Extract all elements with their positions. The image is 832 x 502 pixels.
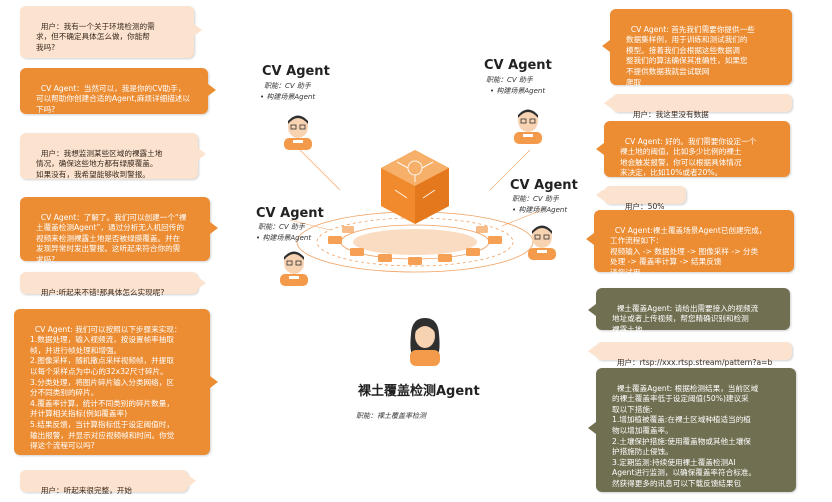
main-agent-avatar: [410, 318, 440, 366]
chat-message-cv-agent: CV Agent: 我们可以按照以下步骤来实现： 1.数据处理，输入视频流，按设…: [14, 309, 210, 455]
cv-agent-function: • 构建场景Agent: [490, 87, 546, 95]
message-text: CV Agent:裸土覆盖场景Agent已创建完成， 工作流程如下： 视频输入 …: [610, 225, 767, 277]
cv-agent-function: • 构建场景Agent: [260, 93, 316, 101]
bubble-pointer: [588, 304, 596, 316]
message-text: 用户：我这里没有数据: [632, 109, 709, 119]
message-text: 用户：我想监测某些区域的裸露土地 情况，确保这些地方都有绿膜覆盖。 如果没有，我…: [36, 148, 163, 179]
cv-agent-title: CV Agent: [256, 206, 324, 221]
chat-message-user: 用户：我有一个关于环境检测的需 求，但不确定具体怎么做，你能帮 我吗?: [20, 6, 194, 58]
chat-message-main-agent: 裸土覆盖Agent: 请给出需要接入的视频流 地址或者上传视频，帮您精确识别和检…: [596, 288, 790, 334]
message-text: CV Agent：当然可以，我是你的CV助手， 可以帮助你创建合适的Agent,…: [36, 83, 190, 114]
cv-agent-title: CV Agent: [262, 64, 330, 79]
bubble-pointer: [586, 233, 594, 245]
chat-message-cv-agent: CV Agent：了解了。我们可以创建一个“裸 土覆盖检测Agent”，通过分析…: [20, 197, 210, 264]
bubble-pointer: [596, 189, 604, 201]
bubble-pointer: [588, 345, 596, 357]
chat-message-main-agent: 裸土覆盖Agent: 根据检测结果，当前区域 的裸土覆盖率低于设定阈值(50%)…: [596, 368, 796, 492]
bubble-pointer: [208, 84, 216, 96]
chat-message-user: 用户：50%: [604, 186, 686, 211]
cv-agent-role: 职能：CV 助手: [258, 223, 305, 231]
cv-agent-role: 职能：CV 助手: [512, 195, 559, 203]
bubble-pointer: [604, 97, 612, 109]
message-text: CV Agent: 首先我们需要你提供一些 数据集样例，用于训练和测试我们的 模…: [626, 24, 755, 87]
cv-agent-avatar: [514, 109, 542, 144]
chat-message-cv-agent: CV Agent: 好的。我们需要你设定一个 裸土地的阈值，比如多少比例的裸土 …: [604, 121, 790, 177]
chip-cube: [381, 150, 449, 224]
bubble-pointer: [588, 422, 596, 434]
message-text: 裸土覆盖Agent: 请给出需要接入的视频流 地址或者上传视频，帮您精确识别和检…: [612, 303, 759, 334]
main-agent-role: 职能：裸土覆盖率检测: [356, 412, 426, 420]
platform-base: [353, 229, 477, 255]
bubble-pointer: [602, 40, 610, 52]
chat-message-cv-agent: CV Agent：当然可以，我是你的CV助手， 可以帮助你创建合适的Agent,…: [20, 68, 208, 114]
bubble-pointer: [194, 24, 202, 36]
message-text: CV Agent：了解了。我们可以创建一个“裸 土覆盖检测Agent”，通过分析…: [36, 212, 187, 264]
chat-message-user: 用户：我想监测某些区域的裸露土地 情况，确保这些地方都有绿膜覆盖。 如果没有，我…: [20, 133, 198, 179]
bubble-pointer: [188, 475, 196, 487]
cv-agent-avatar: [280, 251, 308, 286]
cv-agent-avatar: [284, 115, 312, 150]
platform-chips: [328, 226, 502, 265]
bubble-pointer: [210, 222, 218, 234]
bubble-pointer: [198, 148, 206, 160]
chat-message-cv-agent: CV Agent: 首先我们需要你提供一些 数据集样例，用于训练和测试我们的 模…: [610, 9, 792, 87]
cv-agent-function: • 构建场景Agent: [256, 234, 312, 242]
cv-agent-title: CV Agent: [484, 58, 552, 73]
cv-agent-title: CV Agent: [510, 178, 578, 193]
cv-agent-avatar: [528, 225, 556, 260]
bubble-pointer: [596, 143, 604, 155]
chat-message-user: 用户：rtsp://xxx.rtsp.stream/pattern?a=b: [596, 342, 792, 367]
chat-message-user: 用户：我这里没有数据: [612, 94, 792, 119]
cv-agent-function: • 构建场景Agent: [512, 206, 568, 214]
bubble-pointer: [198, 277, 206, 289]
chat-message-user: 用户:听起来不错!那具体怎么实现呢?: [20, 272, 198, 297]
message-text: 用户：听起来很完整，开始: [40, 485, 132, 495]
message-text: 用户：我有一个关于环境检测的需 求，但不确定具体怎么做，你能帮 我吗?: [36, 21, 155, 52]
chat-message-cv-agent: CV Agent:裸土覆盖场景Agent已创建完成， 工作流程如下： 视频输入 …: [594, 210, 794, 277]
main-agent-title: 裸土覆盖检测Agent: [358, 384, 480, 399]
message-text: 用户：rtsp://xxx.rtsp.stream/pattern?a=b: [616, 357, 773, 367]
message-text: CV Agent: 好的。我们需要你设定一个 裸土地的阈值，比如多少比例的裸土 …: [620, 136, 757, 178]
message-text: 用户:听起来不错!那具体怎么实现呢?: [40, 287, 165, 297]
chat-message-user: 用户：听起来很完整，开始: [20, 470, 188, 495]
cv-agent-role: 职能：CV 助手: [486, 76, 533, 84]
cv-agent-role: 职能：CV 助手: [264, 82, 311, 90]
bubble-pointer: [210, 376, 218, 388]
message-text: CV Agent: 我们可以按照以下步骤来实现： 1.数据处理，输入视频流，按设…: [30, 324, 182, 451]
central-platform-graphic: [289, 149, 543, 273]
message-text: 裸土覆盖Agent: 根据检测结果，当前区域 的裸土覆盖率低于设定阈值(50%)…: [612, 383, 759, 488]
message-text: 用户：50%: [624, 201, 665, 211]
